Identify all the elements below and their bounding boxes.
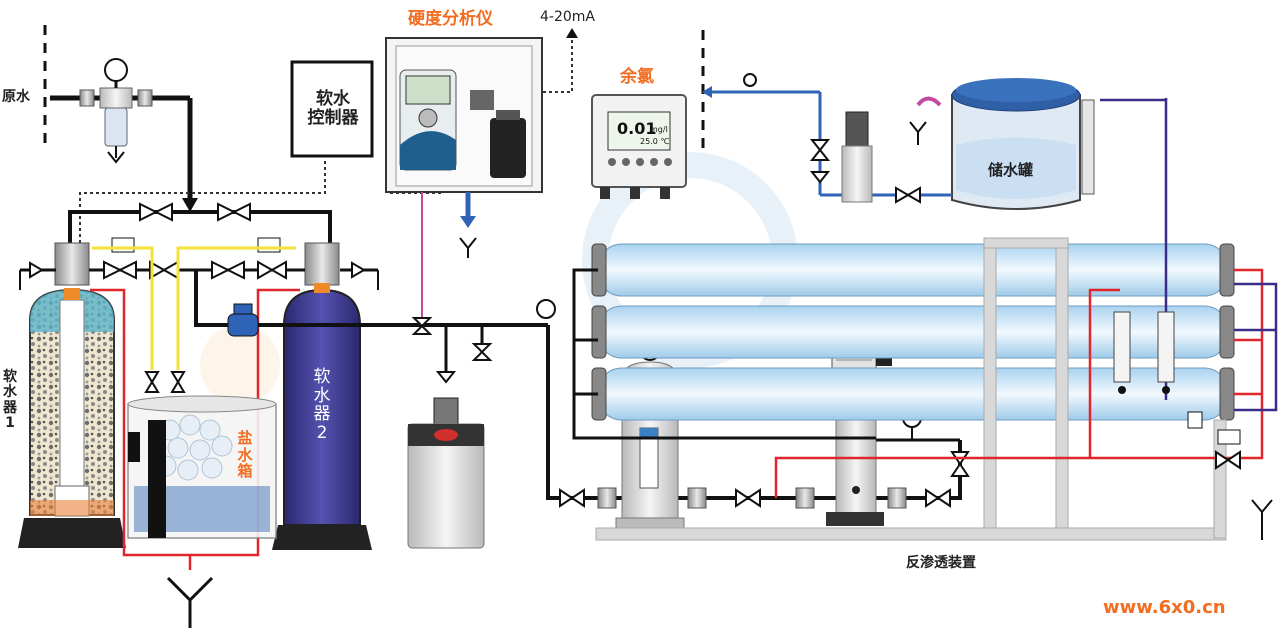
brine-tank xyxy=(127,395,277,539)
chlorine-reading: 0.01 xyxy=(617,119,657,138)
raw-water-inlet xyxy=(50,58,198,212)
chlorine-analyzer xyxy=(591,94,687,199)
softener-1-label: 软 水 器 1 xyxy=(3,369,17,432)
ro-unit-label: 反渗透装置 xyxy=(906,555,976,571)
softener-1 xyxy=(18,242,126,548)
hardness-analyzer xyxy=(385,37,543,318)
softener-1-side-valve xyxy=(19,261,56,290)
softener-2 xyxy=(272,242,372,550)
storage-tank xyxy=(909,78,1095,210)
drain-outlet xyxy=(166,576,214,628)
boundary-lines xyxy=(43,25,705,150)
ro-feed-unions xyxy=(597,487,907,509)
chlorine-unit: mg/l xyxy=(650,125,668,134)
watermark-text: www.6x0.cn xyxy=(1103,597,1226,618)
ro-inlet-manifold xyxy=(572,268,876,440)
permeate-lines xyxy=(1100,98,1278,412)
brine-valves xyxy=(144,371,186,393)
hardness-analyzer-label: 硬度分析仪 xyxy=(408,9,493,29)
softener-controller-label: 软水 控制器 xyxy=(307,89,359,128)
chlorine-signal-line xyxy=(702,73,822,110)
raw-water-label: 原水 xyxy=(2,89,30,105)
dosing-unit xyxy=(407,371,485,549)
signal-arrow xyxy=(566,28,578,38)
chlorine-temp: 25.0 ℃ xyxy=(640,137,670,146)
softener-2-label: 软 水 器 2 xyxy=(313,367,331,444)
ro-membranes xyxy=(591,243,1235,421)
concentrate-lines xyxy=(774,268,1264,498)
manifold-valves xyxy=(139,202,251,222)
brine-tank-label: 盐 水 箱 xyxy=(237,429,253,480)
softener-manifold xyxy=(68,210,332,243)
drain-lines xyxy=(90,288,300,570)
brine-lines xyxy=(92,246,296,370)
chlorine-label: 余氯 xyxy=(620,67,654,87)
ro-feed-valves xyxy=(559,451,970,508)
signal-label: 4-20mA xyxy=(540,9,595,25)
softener-controller xyxy=(290,60,374,158)
ro-feed-gauge xyxy=(536,299,556,319)
product-pump xyxy=(809,110,952,204)
softener-2-side-valve xyxy=(340,261,379,290)
ro-flowmeters xyxy=(1113,311,1273,540)
storage-tank-label: 储水罐 xyxy=(988,161,1034,179)
soft-water-line xyxy=(194,270,548,380)
